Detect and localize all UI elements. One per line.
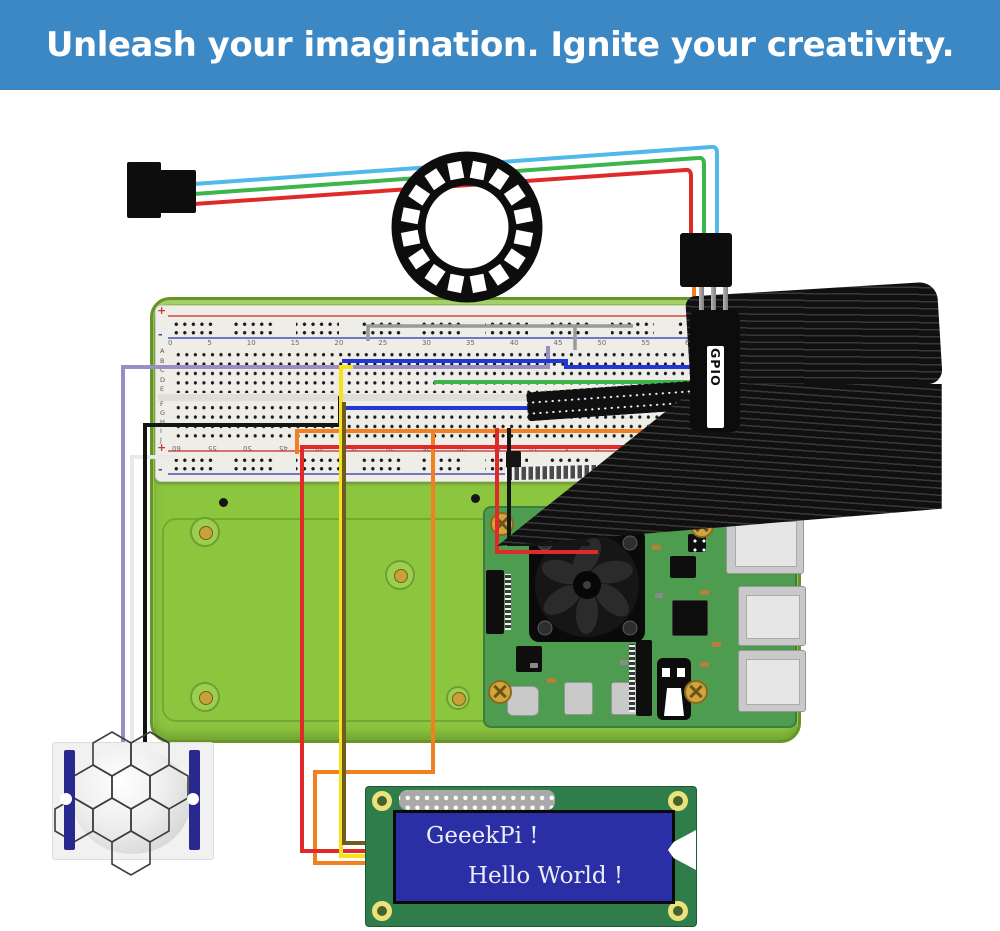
label: C [160, 366, 165, 374]
capacitor [712, 642, 721, 647]
label: 50 [243, 444, 253, 452]
label: 20 [457, 444, 467, 452]
chip [670, 556, 696, 578]
label: 10 [246, 339, 256, 347]
pir-bar-dot [187, 793, 199, 805]
camera-connector [636, 640, 652, 716]
pir-bar-dot [60, 793, 72, 805]
capacitor [652, 545, 661, 550]
label: 0 [168, 339, 173, 347]
label: 15 [492, 444, 502, 452]
label: 5 [207, 339, 212, 347]
label: 35 [465, 339, 475, 347]
mount-screw [488, 680, 512, 704]
pir-dome-lens [73, 748, 191, 854]
plus-label: + [157, 441, 167, 454]
label: H [160, 418, 165, 426]
cyan-wire [193, 144, 719, 236]
label: 45 [553, 339, 563, 347]
plus-label: + [157, 304, 167, 317]
plate-hole [219, 498, 228, 507]
minus-label: - [158, 328, 163, 341]
label: 40 [509, 339, 519, 347]
label: 20 [334, 339, 344, 347]
capacitor [655, 593, 663, 598]
capacitor [620, 660, 628, 665]
capacitor [530, 663, 538, 668]
label: 30 [385, 444, 395, 452]
green-wire [193, 155, 706, 236]
capacitor [700, 662, 709, 667]
lcd-pin-header [399, 790, 555, 810]
label: 60 [172, 444, 181, 452]
label: 35 [350, 444, 360, 452]
label: D [160, 375, 166, 384]
label: 25 [378, 339, 388, 347]
banner: Unleash your imagination. Ignite your cr… [0, 0, 1000, 90]
standoff-boss [446, 686, 470, 710]
usb-port [738, 586, 806, 646]
connector-pin [699, 284, 704, 324]
mount-screw [490, 512, 514, 536]
label: E [160, 385, 165, 393]
label: B [160, 356, 165, 365]
connector-pins [505, 574, 511, 630]
label: 50 [597, 339, 607, 347]
gpio-label: GPIO [708, 348, 723, 387]
minus-label: - [158, 463, 163, 476]
lcd-mount-hole [372, 901, 392, 921]
label: G [160, 409, 166, 417]
label: 40 [314, 444, 324, 452]
lcd-mount-hole [372, 791, 392, 811]
lcd-mount-hole [668, 791, 688, 811]
lcd1602-display: GeeekPi ! Hello World ! [365, 786, 697, 927]
label: 55 [207, 444, 217, 452]
display-connector [486, 570, 504, 634]
chip [516, 646, 542, 672]
sensor-connector-box [680, 233, 732, 287]
lcd-mount-hole [668, 901, 688, 921]
connector-pin [711, 284, 716, 324]
standoff-boss [190, 682, 220, 712]
capacitor [700, 590, 709, 595]
connector-pin [723, 284, 728, 324]
standoff-boss [385, 560, 415, 590]
banner-text: Unleash your imagination. Ignite your cr… [45, 25, 955, 65]
capacitor [547, 678, 556, 683]
lcd-text-line2: Hello World ! [468, 863, 624, 889]
label: 30 [422, 339, 431, 347]
connector-pins [629, 644, 635, 712]
label: 55 [641, 339, 651, 347]
cooling-fan [529, 528, 645, 642]
label: 15 [290, 339, 300, 347]
label: 45 [278, 444, 288, 452]
red-wire [193, 167, 693, 236]
label: F [160, 400, 164, 408]
label: A [160, 347, 165, 355]
mount-screw [684, 680, 708, 704]
label: 5 [564, 444, 569, 452]
label: I [160, 427, 162, 435]
micro-hdmi-port [564, 682, 593, 715]
gpio-pins-block [688, 534, 706, 552]
speaker-module [144, 170, 196, 213]
gpio-label-strip: GPIO [707, 346, 724, 428]
soc-chip [672, 600, 708, 636]
label: 10 [528, 444, 538, 452]
label: 0 [595, 444, 600, 452]
usb-port [738, 650, 806, 712]
standoff-boss [190, 517, 220, 547]
label: 25 [421, 444, 431, 452]
lcd-screen: GeeekPi ! Hello World ! [393, 810, 675, 904]
plate-hole [471, 494, 480, 503]
lcd-text-line1: GeeekPi ! [426, 823, 539, 849]
